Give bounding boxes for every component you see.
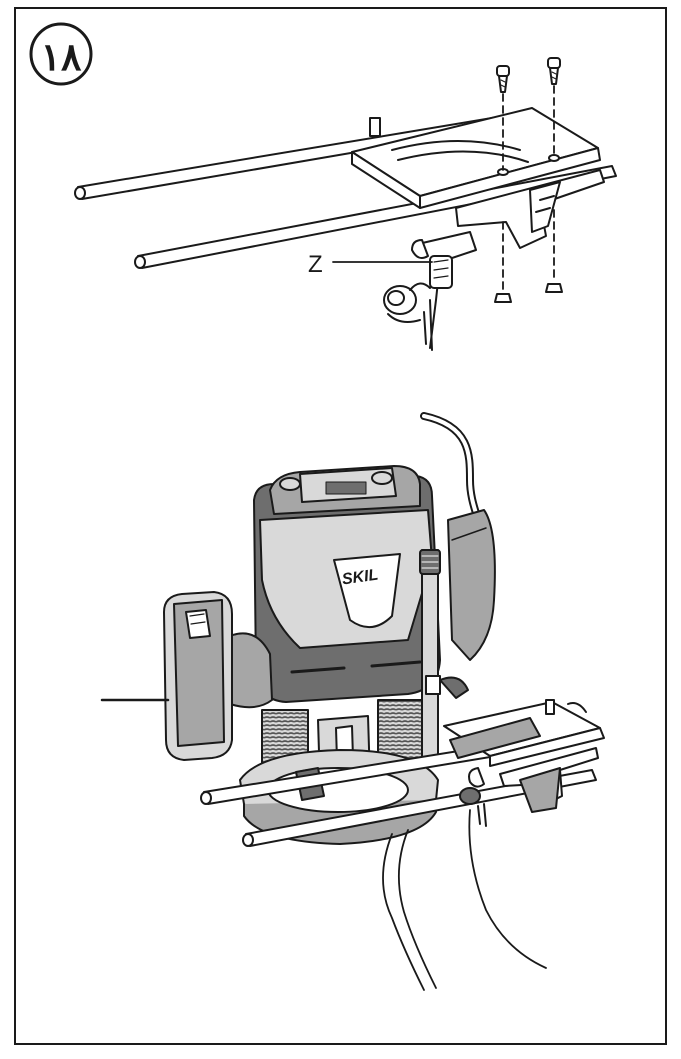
motor-housing [253, 465, 441, 703]
parallel-guide-assembly [74, 57, 617, 351]
trailing-line-3 [468, 809, 547, 969]
fence-bracket [455, 169, 605, 249]
figure-number: ۱۸ [41, 37, 82, 79]
left-handle [163, 591, 273, 761]
nut-left [494, 293, 512, 303]
guide-plate [351, 107, 601, 209]
screw-right [547, 57, 561, 85]
trailing-line-1 [382, 833, 425, 991]
trigger-switch [185, 609, 211, 639]
figure-number-badge: ۱۸ [29, 22, 93, 86]
mounted-guide-plate [443, 699, 605, 767]
right-handle-grip [447, 509, 496, 661]
callout-z-label: Z [308, 251, 323, 278]
trailing-line-2 [397, 829, 437, 989]
brand-logo: SKIL [341, 567, 379, 589]
nut-right [545, 283, 563, 293]
screw-left [496, 65, 510, 93]
router-assembly: SKIL [100, 412, 605, 991]
logo-panel [333, 553, 401, 628]
fence-clamp-z [383, 231, 477, 351]
mounted-fence-face [459, 747, 599, 827]
